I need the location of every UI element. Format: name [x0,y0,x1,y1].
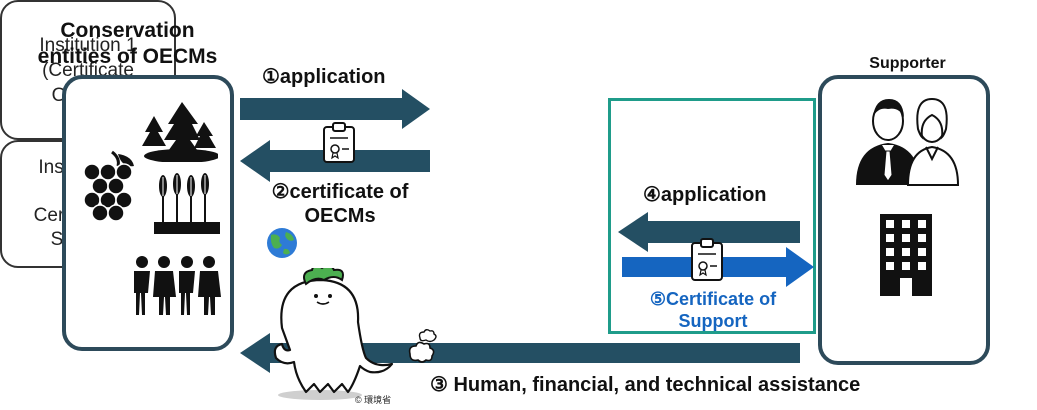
step5-label-line2: Support [678,311,748,331]
left-entity-title-line1: Conservation [60,19,195,42]
step1-arrow [240,89,430,129]
step4-label: ④application [643,184,767,206]
wheat-field-icon [154,173,220,234]
mascot-character-icon [273,268,437,400]
step5-label: ⑤Certificate of Support [626,288,800,332]
step1-label: ①application [262,66,386,88]
grapes-icon [83,150,134,222]
support-certificate-frame [608,98,816,334]
support-certificate-icon [691,238,723,281]
step4-arrow [618,212,800,252]
business-people-icon [856,97,960,186]
step2-label-line2: OECMs [304,205,376,227]
step2-label-line1: ②certificate of [271,181,409,203]
copyright-credit: © 環境省 [355,395,392,405]
step3-arrow [240,333,800,373]
step2-label: ②certificate of OECMs [245,180,435,228]
left-entity-title: Conservation entities of OECMs [20,18,235,70]
left-entity-title-line2: entities of OECMs [37,45,218,68]
step5-label-line1: ⑤Certificate of [649,289,777,309]
people-group-icon [134,256,221,315]
step3-label: ③ Human, financial, and technical assist… [430,374,861,396]
certificate-icon [323,122,355,163]
trees-icon [142,102,218,162]
supporter-title: Supporter [869,55,946,72]
institution1-line1: Institution 1 [39,34,137,56]
globe-icon [267,228,297,258]
office-building-icon [880,214,932,296]
